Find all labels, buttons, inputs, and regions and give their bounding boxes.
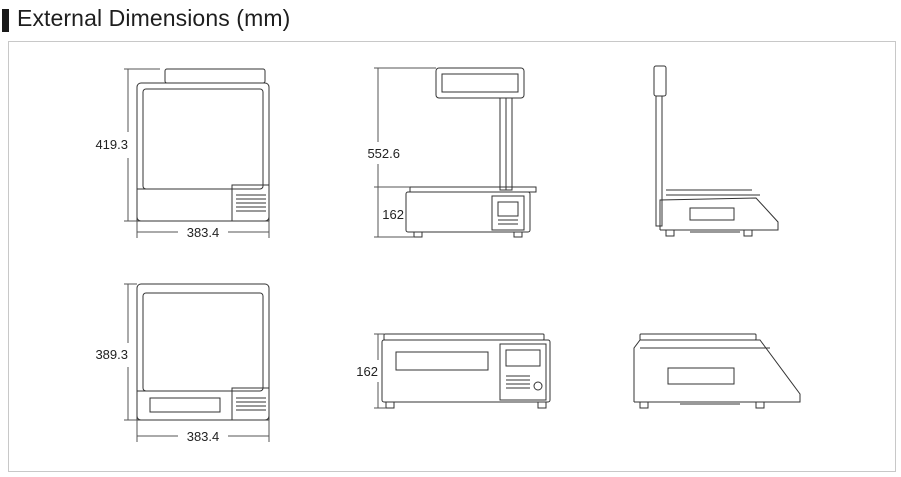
pole-side-total-height-label: 552.6 [367, 146, 400, 161]
pole-model-end-view [653, 65, 779, 237]
title-marker [2, 9, 9, 32]
flat-front-dim-lines [124, 283, 270, 442]
pole-front-width-label: 383.4 [187, 225, 220, 240]
pole-model-side-view [405, 67, 537, 238]
flat-model-side-view [381, 333, 551, 409]
pole-model-front-view [136, 68, 270, 222]
drawing-frame [8, 41, 896, 472]
flat-model-front-view [136, 283, 270, 421]
pole-side-dim-lines [374, 67, 436, 238]
pole-side-base-height-label: 162 [382, 207, 404, 222]
flat-model-end-view [633, 333, 801, 409]
pole-front-dim-lines [124, 68, 270, 238]
flat-side-height-label: 162 [356, 364, 378, 379]
flat-front-width-label: 383.4 [187, 429, 220, 444]
page-title: External Dimensions (mm) [17, 5, 291, 31]
flat-side-dim-lines [374, 333, 386, 409]
flat-front-height-label: 389.3 [95, 347, 128, 362]
section-header: External Dimensions (mm) [0, 0, 901, 38]
pole-front-height-label: 419.3 [95, 137, 128, 152]
